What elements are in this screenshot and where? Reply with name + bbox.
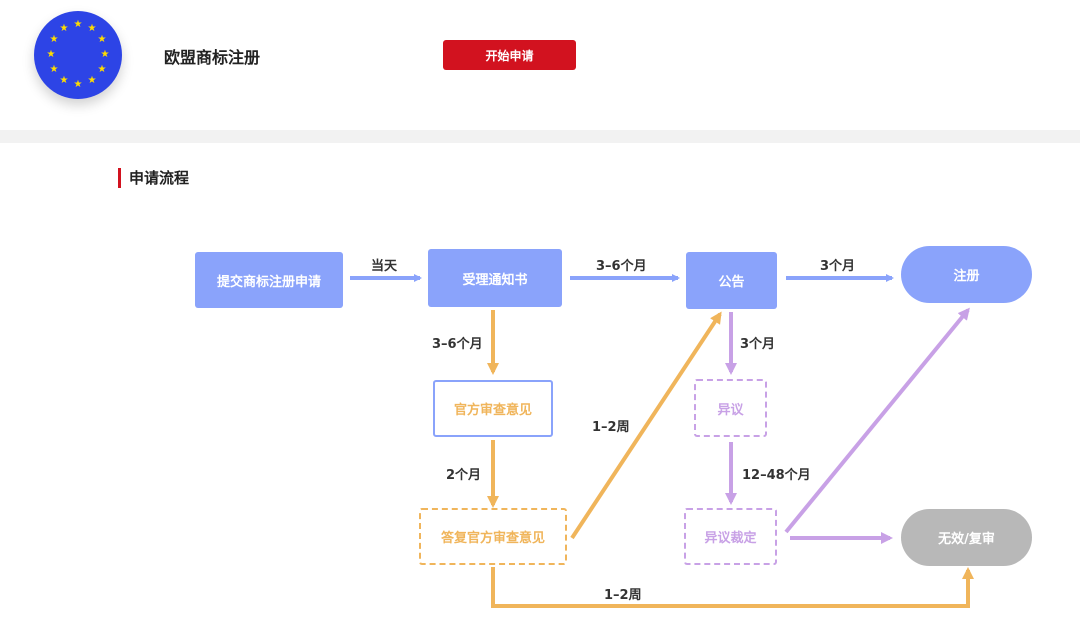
section-divider	[0, 130, 1080, 143]
edge-label-same-day: 当天	[371, 259, 398, 274]
edge-ruling-registration	[784, 307, 970, 534]
node-official-examination: 官方审查意见	[433, 380, 553, 437]
node-invalid-review: 无效/复审	[901, 509, 1032, 566]
edge-label-publication-opposition: 3个月	[740, 337, 776, 352]
node-receipt-notice: 受理通知书	[428, 249, 562, 307]
node-publication: 公告	[686, 252, 777, 309]
edge-label-receipt-publication: 3–6个月	[596, 259, 647, 274]
svg-text:★: ★	[60, 23, 69, 34]
svg-text:★: ★	[50, 64, 59, 75]
header: ★ ★ ★ ★ ★ ★ ★ ★ ★ ★ ★ ★ 欧盟商标注册 开始申请	[0, 0, 1080, 130]
edge-reply-invalid	[491, 567, 974, 608]
node-reply-examination: 答复官方审查意见	[419, 508, 567, 565]
page-title: 欧盟商标注册	[164, 48, 261, 67]
node-opposition-ruling: 异议裁定	[684, 508, 777, 565]
eu-flag-icon: ★ ★ ★ ★ ★ ★ ★ ★ ★ ★ ★ ★	[34, 11, 122, 99]
start-application-button[interactable]: 开始申请	[443, 40, 576, 70]
edge-label-reply-invalid: 1–2周	[604, 588, 642, 603]
svg-text:★: ★	[74, 19, 83, 30]
edge-label-reply-publication: 1–2周	[592, 420, 630, 435]
edge-label-opposition-ruling: 12–48个月	[742, 468, 811, 483]
svg-text:★: ★	[88, 23, 97, 34]
section-title: 申请流程	[118, 168, 189, 188]
edge-label-examination-reply: 2个月	[446, 468, 482, 483]
node-submit-application: 提交商标注册申请	[195, 252, 343, 308]
edge-label-receipt-examination: 3–6个月	[432, 337, 483, 352]
svg-text:★: ★	[47, 49, 56, 60]
svg-text:★: ★	[101, 49, 110, 60]
svg-text:★: ★	[88, 75, 97, 86]
svg-text:★: ★	[60, 75, 69, 86]
node-registration: 注册	[901, 246, 1032, 303]
edge-label-publication-registration: 3个月	[820, 259, 856, 274]
svg-text:★: ★	[50, 34, 59, 45]
svg-text:★: ★	[74, 79, 83, 90]
svg-text:★: ★	[98, 34, 107, 45]
edge-reply-publication	[570, 311, 722, 540]
node-opposition: 异议	[694, 379, 767, 437]
svg-text:★: ★	[98, 64, 107, 75]
